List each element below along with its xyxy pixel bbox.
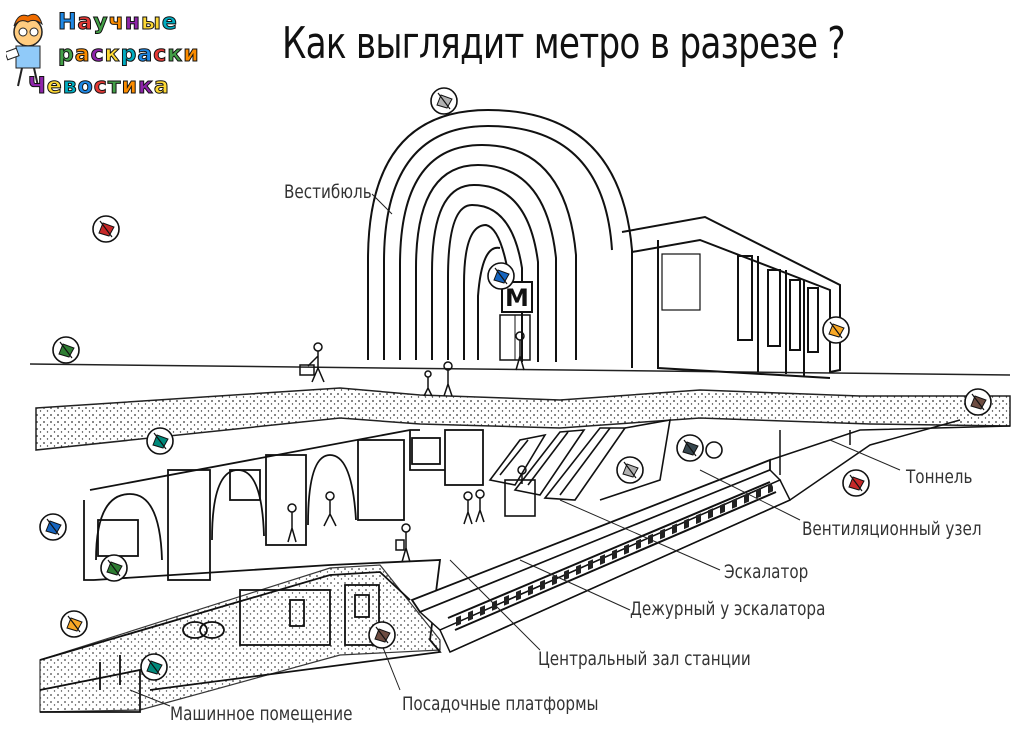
label-platforms: Посадочные платформы: [402, 693, 599, 715]
logo: Научные раскраски Чевостика: [6, 6, 246, 104]
earth-layer: [35, 387, 1011, 451]
color-marker-icon: [100, 554, 128, 582]
person-icon: [515, 331, 525, 371]
color-markers: [39, 87, 992, 681]
color-marker-icon: [842, 469, 870, 497]
logo-line-1: Научные: [57, 10, 178, 36]
color-marker-icon: [676, 434, 704, 462]
logo-line-3: Чевостика: [28, 74, 170, 100]
person-icon: [323, 491, 337, 527]
label-escalator: Эскалатор: [724, 561, 809, 583]
person-icon: [423, 370, 433, 397]
color-marker-icon: [964, 388, 992, 416]
color-marker-icon: [146, 427, 174, 455]
person-icon: [395, 523, 411, 563]
mascot-icon: [6, 13, 43, 87]
color-marker-icon: [140, 653, 168, 681]
label-attendant: Дежурный у эскалатора: [630, 598, 826, 620]
station-building: [621, 215, 841, 379]
person-icon: [475, 489, 485, 523]
label-tunnel: Тоннель: [906, 466, 973, 488]
color-marker-icon: [92, 215, 120, 243]
page-title: Как выглядит метро в разрезе ?: [282, 18, 846, 69]
ground-surface: [29, 363, 1011, 376]
vestibule-building: [367, 108, 633, 368]
label-vestibule: Вестибюль: [284, 181, 372, 203]
person-icon: [517, 465, 527, 484]
person-icon: [443, 361, 453, 397]
people: [287, 331, 527, 563]
label-central-hall: Центральный зал станции: [538, 648, 751, 670]
tracks: [410, 419, 1011, 653]
color-marker-icon: [822, 316, 850, 344]
person-icon: [299, 342, 325, 383]
label-machine-room: Машинное помещение: [170, 703, 353, 725]
person-icon: [287, 503, 297, 543]
logo-line-2: раскраски: [58, 42, 200, 68]
color-marker-icon: [430, 87, 458, 115]
svg-text:М: М: [505, 284, 529, 312]
color-marker-icon: [368, 621, 396, 649]
escalators: [488, 419, 723, 517]
color-marker-icon: [39, 513, 67, 541]
leader-lines: [129, 193, 901, 707]
color-marker-icon: [60, 610, 88, 638]
color-marker-icon: [487, 262, 515, 290]
color-marker-icon: [616, 456, 644, 484]
color-marker-icon: [52, 336, 80, 364]
person-icon: [463, 491, 473, 525]
label-ventilation: Вентиляционный узел: [802, 518, 982, 540]
